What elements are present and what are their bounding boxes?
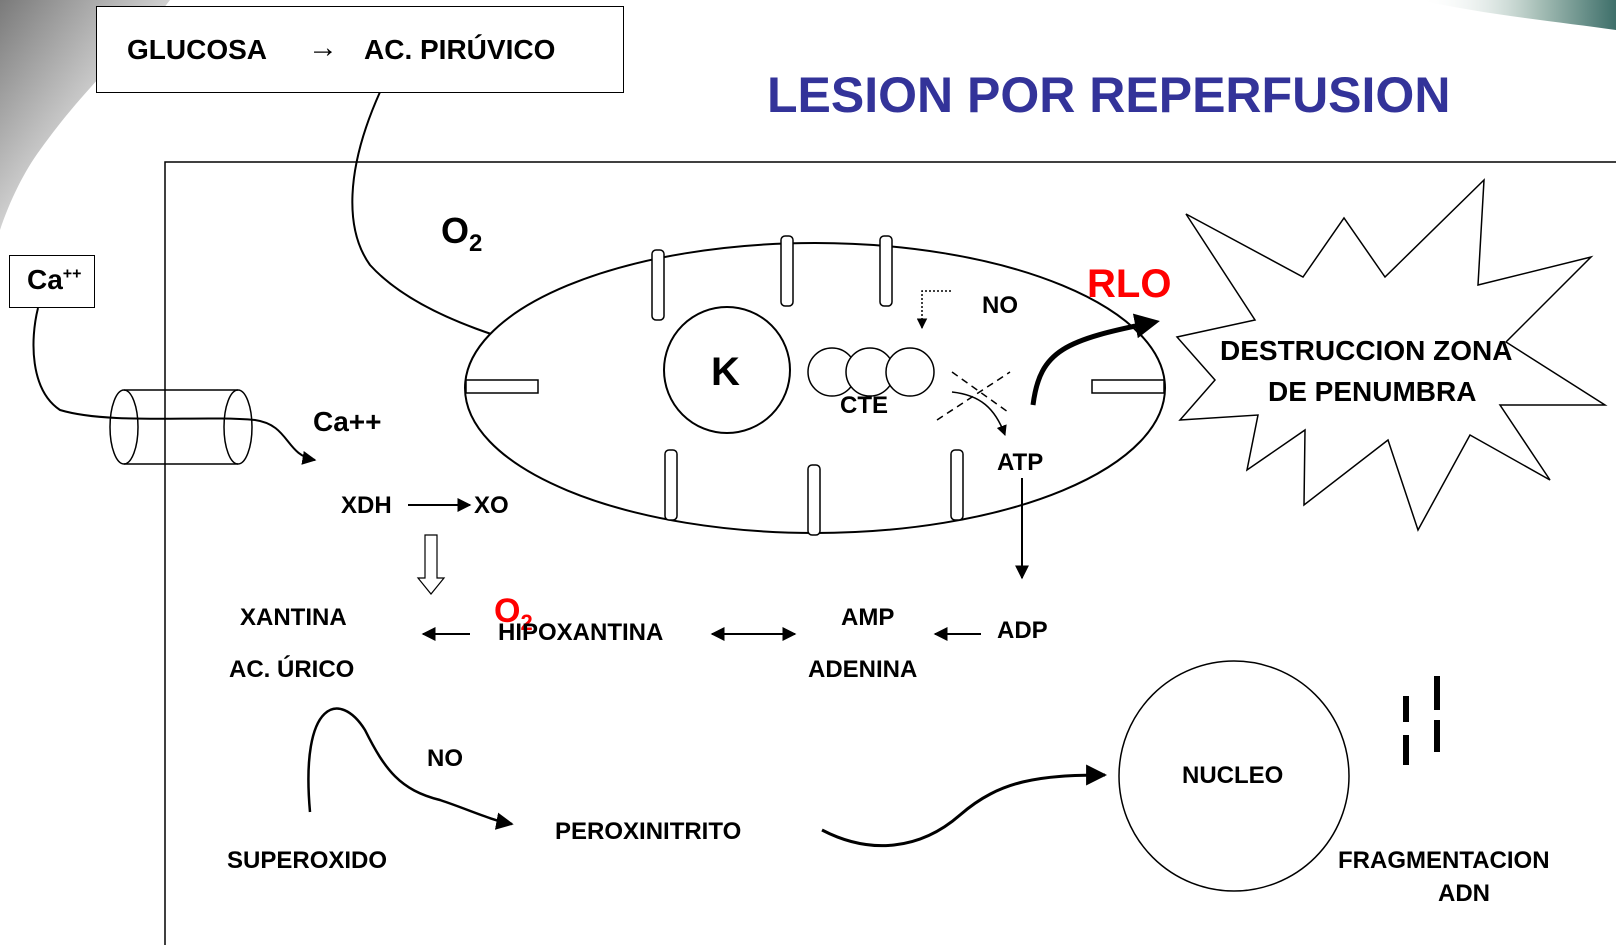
calcium-inside-label: Ca++ [313, 406, 382, 437]
oxygen-label: O2 [441, 210, 483, 258]
destruction-starburst [1175, 178, 1608, 532]
krebs-label: K [711, 350, 740, 394]
calcium-pathway-curve [32, 307, 317, 465]
no-inhibition-arrow [916, 290, 951, 330]
adenina-label: ADENINA [808, 656, 918, 683]
calcium-channel-icon [109, 389, 253, 465]
peroxinitrito-label: PEROXINITRITO [555, 818, 742, 845]
decorative-swoosh-left [0, 0, 170, 230]
xo-label: XO [474, 492, 509, 519]
fragmentacion-label: FRAGMENTACION [1338, 847, 1550, 874]
xo-hollow-down-arrow [416, 534, 446, 595]
piruvico-label: AC. PIRÚVICO [364, 34, 556, 65]
page-title: LESION POR REPERFUSION [767, 67, 1451, 123]
calcium-box [9, 255, 95, 308]
destruction-label-line1: DESTRUCCION ZONA [1220, 335, 1513, 366]
cte-label: CTE [840, 392, 888, 419]
dna-fragments-icon [1403, 676, 1440, 765]
rlo-label: RLO [1087, 262, 1172, 306]
xdh-label: XDH [341, 492, 392, 519]
cte-chain-icon [807, 347, 935, 397]
destruction-label-line2: DE PENUMBRA [1268, 376, 1477, 407]
krebs-cycle-circle [663, 306, 791, 434]
peroxinitrito-to-nucleo-arrow [821, 764, 1108, 848]
superoxido-label: SUPEROXIDO [227, 847, 388, 874]
cell-border [164, 161, 1616, 945]
decorative-swoosh-top-right [1420, 0, 1616, 30]
nucleus-circle [1118, 660, 1350, 892]
atp-label: ATP [997, 449, 1044, 476]
adn-label: ADN [1438, 880, 1490, 907]
blocked-atp-x [936, 371, 1011, 421]
rlo-arrow [1030, 313, 1160, 406]
mitochondrial-cristae [465, 235, 1165, 536]
oxygen-red-label: O2 [494, 592, 533, 635]
calcium-box-label: Ca++ [27, 264, 82, 295]
acido-urico-label: AC. ÚRICO [229, 656, 355, 683]
nucleo-label: NUCLEO [1182, 762, 1284, 789]
adp-label: ADP [997, 617, 1048, 644]
glucose-arrow-symbol: → [308, 31, 338, 64]
xantina-label: XANTINA [240, 604, 347, 631]
glucose-box [96, 6, 624, 93]
amp-label: AMP [841, 604, 895, 631]
cte-to-atp-arrow [951, 391, 1007, 436]
no-mitochondrion-label: NO [982, 292, 1018, 319]
no-bottom-label: NO [427, 745, 463, 772]
hipoxantina-label: HIPOXANTINA [498, 619, 664, 646]
glucose-label: GLUCOSA [127, 34, 267, 65]
superoxide-curve-arrow [307, 707, 514, 830]
